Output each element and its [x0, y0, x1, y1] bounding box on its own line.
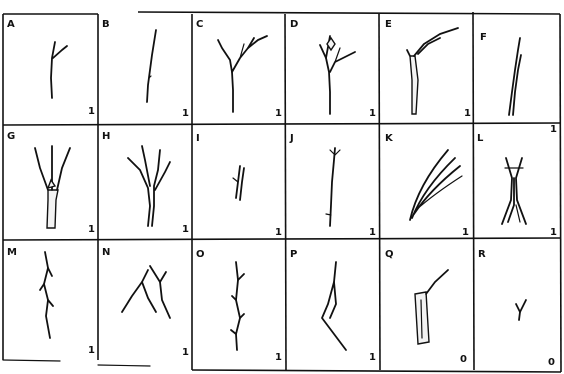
panel-g: G 1: [7, 131, 95, 235]
panel-d: D 1: [290, 19, 376, 119]
panel-q: Q 0: [385, 249, 467, 365]
panel-b: B 1: [102, 19, 189, 119]
panel-letter: M: [7, 247, 17, 258]
panel-f: F 1: [480, 32, 557, 135]
panel-letter: O: [196, 249, 205, 260]
panel-h: H 1: [102, 131, 189, 235]
panel-code: 1: [369, 352, 376, 363]
panel-code: 1: [88, 345, 95, 356]
panel-code: 0: [460, 354, 467, 365]
panel-code: 1: [88, 106, 95, 117]
panel-code: 1: [275, 108, 282, 119]
panel-letter: L: [477, 133, 484, 144]
branch-sketch: [35, 146, 70, 228]
panel-code: 1: [275, 352, 282, 363]
panel-letter: P: [290, 249, 297, 260]
panel-letter: R: [478, 249, 486, 260]
branch-sketch: [147, 30, 156, 102]
panel-code: 1: [182, 108, 189, 119]
panel-r: R 0: [478, 249, 555, 368]
panel-k: K 1: [385, 133, 469, 238]
panel-n: N 1: [102, 247, 189, 358]
panel-letter: G: [7, 131, 15, 142]
branch-sketch: [322, 262, 346, 350]
panel-j: J 1: [289, 133, 376, 238]
panel-a: A 1: [7, 19, 95, 117]
branch-sketch: [40, 252, 53, 338]
grid-lines: [3, 12, 561, 372]
panel-letter: H: [102, 131, 110, 142]
panel-letter: J: [289, 133, 294, 144]
panel-letter: B: [102, 19, 110, 30]
panel-code: 1: [182, 224, 189, 235]
branch-sketch: [502, 158, 526, 224]
panel-letter: D: [290, 19, 298, 30]
panel-l: L 1: [477, 133, 557, 238]
panel-code: 1: [275, 227, 282, 238]
branch-sketch: [122, 266, 170, 318]
branch-sketch: [51, 42, 67, 98]
panel-o: O 1: [196, 249, 282, 363]
panel-letter: K: [385, 133, 394, 144]
panel-p: P 1: [290, 249, 376, 363]
panel-code: 1: [369, 227, 376, 238]
panel-code: 0: [548, 357, 555, 368]
panel-letter: N: [102, 247, 110, 258]
branch-sketch: [231, 262, 244, 350]
panel-e: E 1: [385, 19, 471, 119]
panel-c: C 1: [196, 19, 282, 119]
branch-sketch: [218, 36, 267, 112]
branch-sketch: [128, 146, 170, 226]
panel-letter: I: [196, 133, 200, 144]
panel-code: 1: [550, 124, 557, 135]
branch-sketch: [407, 28, 458, 114]
panel-letter: F: [480, 32, 487, 43]
branch-sketch: [233, 166, 244, 200]
panel-letter: C: [196, 19, 203, 30]
panel-code: 1: [550, 227, 557, 238]
panel-i: I 1: [196, 133, 282, 238]
panel-code: 1: [88, 224, 95, 235]
branch-sketch: [516, 300, 526, 320]
branch-sketch: [326, 148, 340, 226]
panel-m: M 1: [7, 247, 95, 356]
panel-letter: E: [385, 19, 392, 30]
branch-sketch: [410, 150, 462, 220]
panel-code: 1: [369, 108, 376, 119]
panel-code: 1: [464, 108, 471, 119]
panel-code: 1: [182, 347, 189, 358]
panel-letter: A: [7, 19, 15, 30]
branch-sketch: [415, 270, 448, 344]
panel-letter: Q: [385, 249, 394, 260]
branch-sketch: [320, 36, 355, 114]
panel-code: 1: [462, 227, 469, 238]
branch-sketch: [509, 38, 521, 115]
